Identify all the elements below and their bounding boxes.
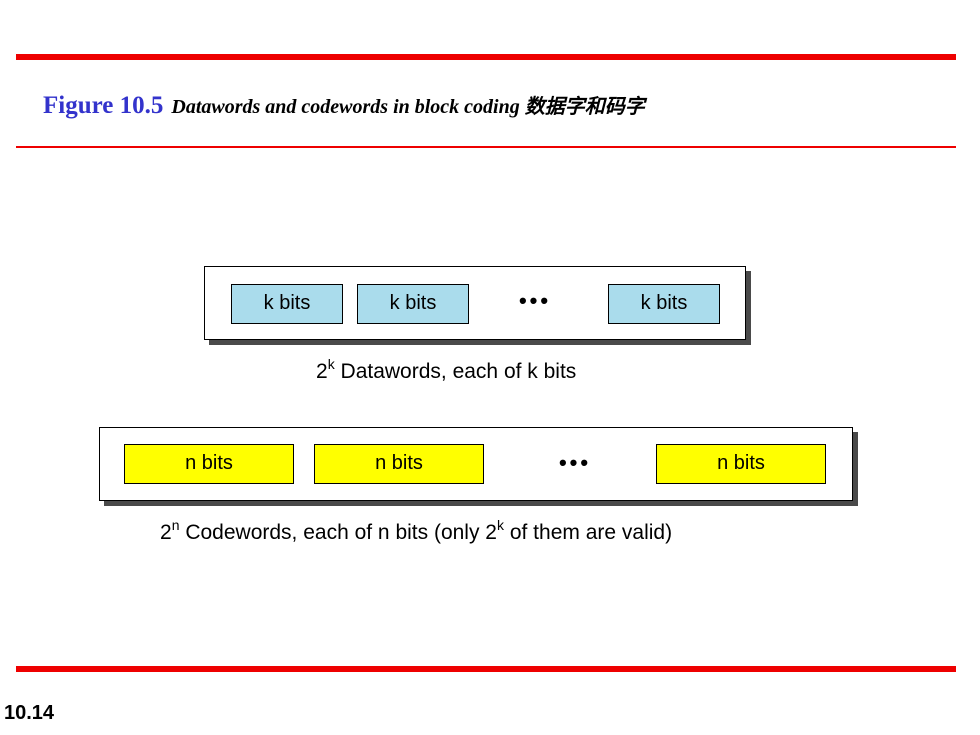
codewords-label-exponent: n (171, 517, 180, 533)
bottom-rule (16, 666, 956, 672)
dataword-ellipsis: ••• (518, 288, 552, 313)
codeword-cell: n bits (124, 444, 294, 484)
dataword-cell: k bits (231, 284, 343, 324)
figure-title: Figure 10.5 Datawords and codewords in bl… (43, 90, 645, 120)
codewords-label: 2n Codewords, each of n bits (only 2k of… (160, 518, 673, 545)
codeword-ellipsis: ••• (558, 450, 592, 475)
datawords-label-base: 2 (316, 360, 328, 383)
top-rule (16, 54, 956, 60)
page-number: 10.14 (4, 702, 55, 724)
codewords-label-exponent-k: k (497, 517, 504, 533)
dataword-cell: k bits (357, 284, 469, 324)
codeword-cell: n bits (314, 444, 484, 484)
figure-caption: Datawords and codewords in block coding … (171, 96, 645, 118)
figure-number: Figure 10.5 (43, 92, 164, 119)
datawords-label-exponent: k (327, 356, 335, 372)
codewords-label-text: Codewords, each of n bits (only 2 (179, 521, 497, 544)
datawords-label: 2k Datawords, each of k bits (316, 357, 577, 384)
datawords-label-text: Datawords, each of k bits (334, 360, 577, 383)
codeword-cell: n bits (656, 444, 826, 484)
dataword-cell: k bits (608, 284, 720, 324)
codewords-label-text-end: of them are valid) (504, 521, 673, 544)
codewords-label-base: 2 (160, 521, 172, 544)
title-underline (16, 146, 956, 148)
